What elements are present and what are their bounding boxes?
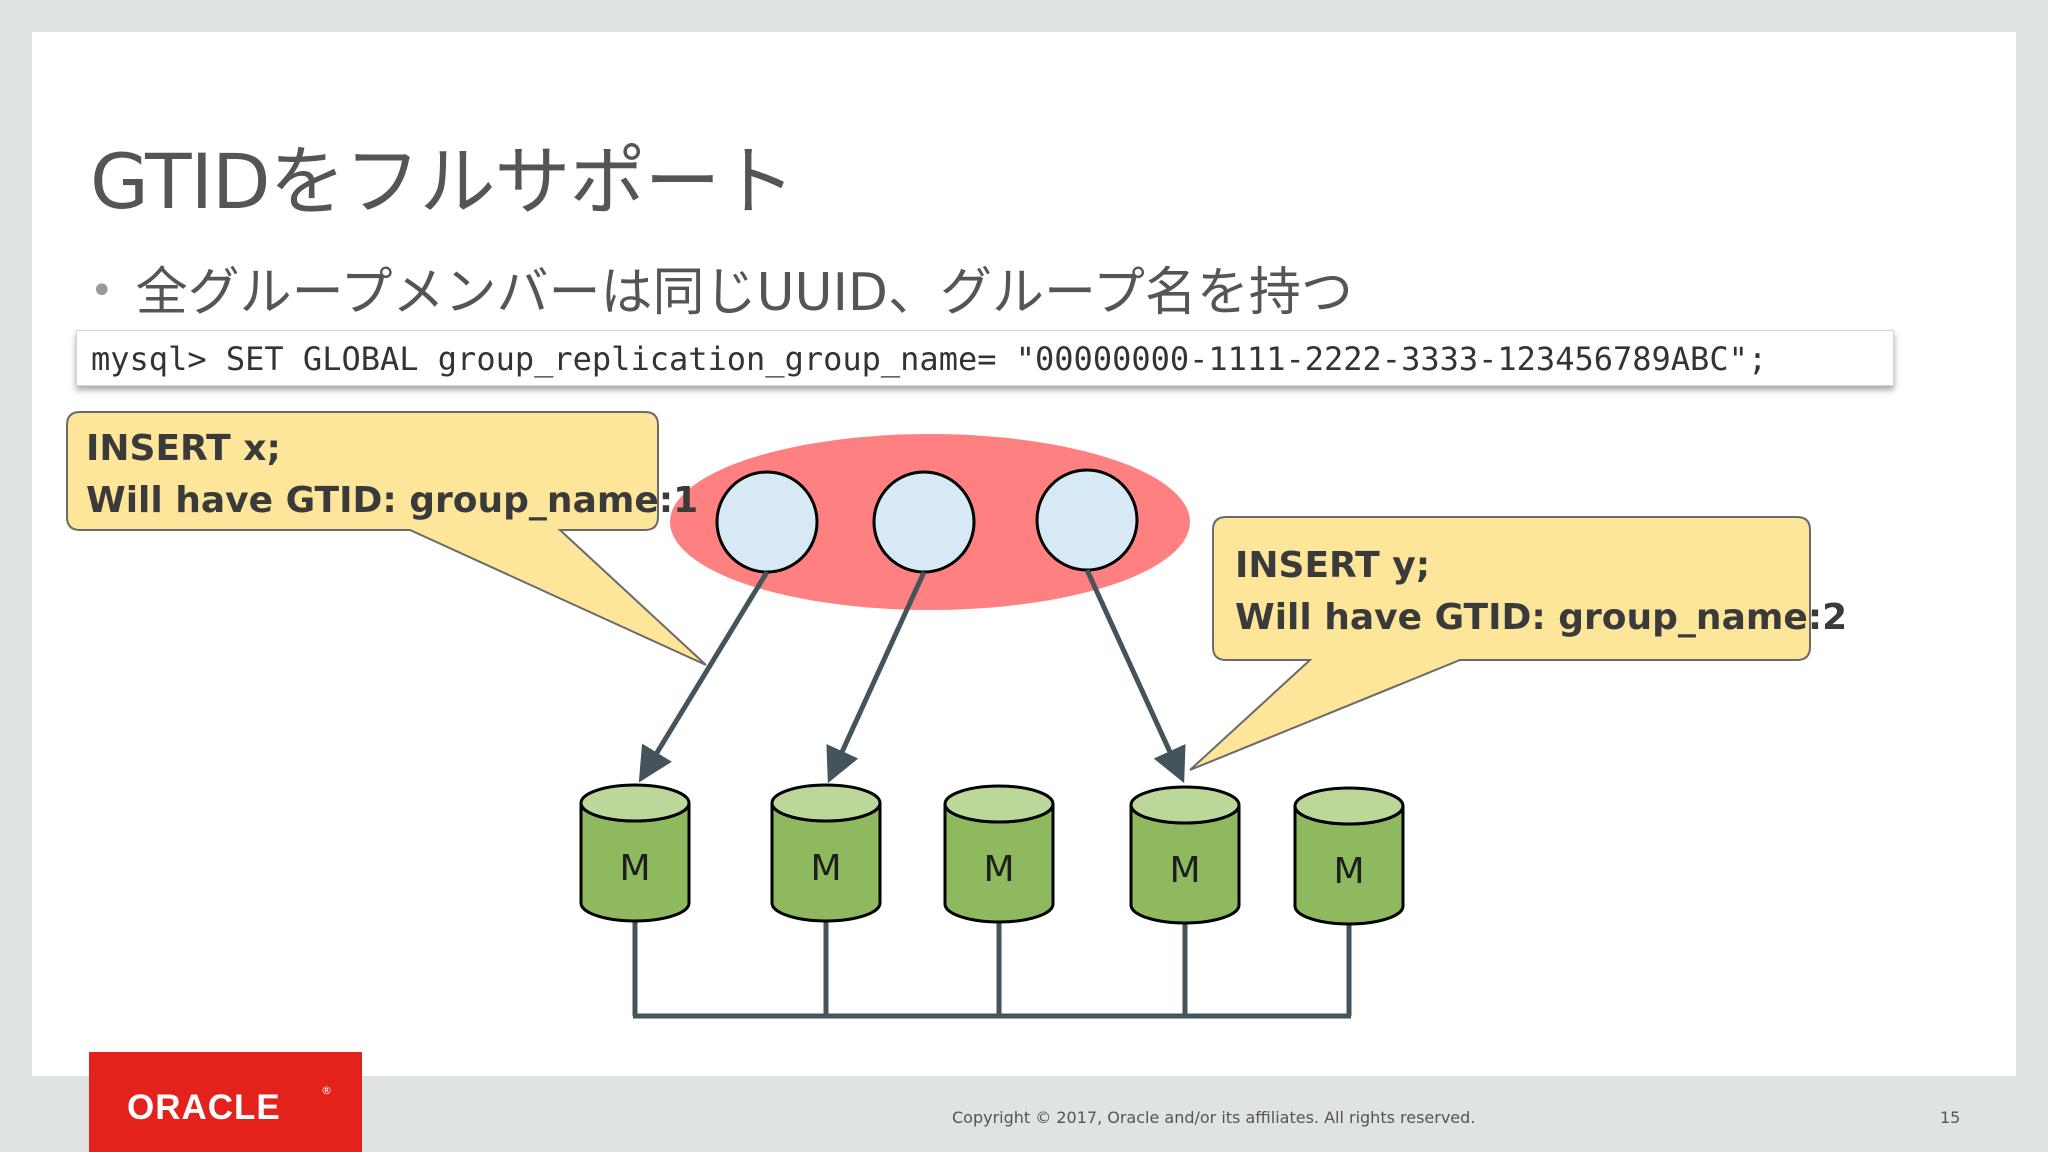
callout-bubble (66, 411, 707, 666)
database-member: M (579, 783, 691, 923)
database-member: M (943, 784, 1055, 924)
bullet-text: 全グループメンバーは同じUUID、グループ名を持つ (135, 263, 1353, 323)
callout-line: Will have GTID: group_name:2 (1235, 597, 1848, 638)
oracle-logo: ORACLE ® (89, 1052, 362, 1152)
callout-text-2: INSERT y; Will have GTID: group_name:2 (1235, 540, 1847, 644)
bullet-dot: • (90, 268, 114, 314)
database-member: M (770, 783, 882, 923)
database-top (579, 783, 691, 823)
oracle-logo-text: ORACLE (127, 1088, 281, 1127)
replication-arrow (638, 570, 770, 783)
registered-mark: ® (321, 1084, 332, 1097)
database-label: M (983, 849, 1014, 890)
callout-line: Will have GTID: group_name:1 (86, 480, 699, 521)
network-bus (632, 920, 1352, 1019)
database-top (1129, 785, 1241, 825)
replication-arrow (1084, 568, 1186, 784)
copyright-text: Copyright © 2017, Oracle and/or its affi… (952, 1108, 1476, 1127)
database-label: M (1333, 851, 1364, 892)
group-node (1035, 468, 1139, 572)
database-top (1293, 786, 1405, 826)
database-label: M (810, 848, 841, 889)
replication-arrow (826, 570, 927, 784)
bullet-item: • 全グループメンバーは同じUUID、グループ名を持つ (90, 250, 1353, 325)
callout-line: INSERT y; (1235, 545, 1431, 586)
callout-text-1: INSERT x; Will have GTID: group_name:1 (86, 423, 698, 527)
callout-bubble (1189, 516, 1811, 771)
group-node (872, 470, 976, 574)
database-top (770, 783, 882, 823)
database-member: M (1129, 785, 1241, 925)
database-top (943, 784, 1055, 824)
code-snippet: mysql> SET GLOBAL group_replication_grou… (76, 330, 1894, 386)
database-label: M (619, 848, 650, 889)
database-member: M (1293, 786, 1405, 926)
group-node (715, 470, 819, 574)
slide-title: GTIDをフルサポート (90, 137, 796, 226)
database-label: M (1169, 850, 1200, 891)
page-number: 15 (1940, 1108, 1961, 1127)
callout-line: INSERT x; (86, 428, 281, 469)
